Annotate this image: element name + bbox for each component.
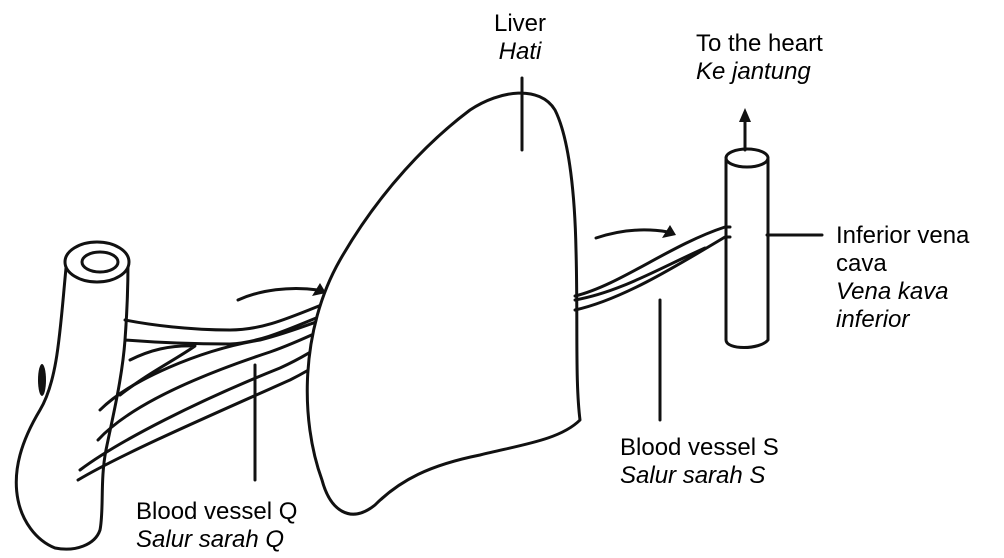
label-liver: Liver Hati bbox=[470, 10, 570, 66]
label-ivc: Inferior vena cava Vena kava inferior bbox=[836, 222, 969, 334]
label-liver-ms: Hati bbox=[470, 38, 570, 66]
vessel-shading-mark bbox=[38, 364, 46, 396]
label-ivc-ms-1: Vena kava bbox=[836, 278, 969, 306]
label-heart-en: To the heart bbox=[696, 30, 823, 58]
label-vessel-s: Blood vessel S Salur sarah S bbox=[620, 434, 779, 490]
label-liver-en: Liver bbox=[470, 10, 570, 38]
label-heart: To the heart Ke jantung bbox=[696, 30, 823, 86]
liver-shape bbox=[307, 93, 580, 514]
blood-vessel-s bbox=[575, 227, 730, 310]
arrow-head-heart bbox=[739, 108, 751, 122]
label-vessel-s-ms: Salur sarah S bbox=[620, 462, 779, 490]
label-vessel-q-ms: Salur sarah Q bbox=[136, 526, 297, 554]
label-heart-ms: Ke jantung bbox=[696, 58, 823, 86]
label-vessel-q: Blood vessel Q Salur sarah Q bbox=[136, 498, 297, 554]
label-ivc-en-2: cava bbox=[836, 250, 969, 278]
label-vessel-q-en: Blood vessel Q bbox=[136, 498, 297, 526]
left-vessel bbox=[16, 242, 129, 549]
label-ivc-en-1: Inferior vena bbox=[836, 222, 969, 250]
label-vessel-s-en: Blood vessel S bbox=[620, 434, 779, 462]
label-ivc-ms-2: inferior bbox=[836, 306, 969, 334]
inferior-vena-cava bbox=[726, 149, 768, 348]
